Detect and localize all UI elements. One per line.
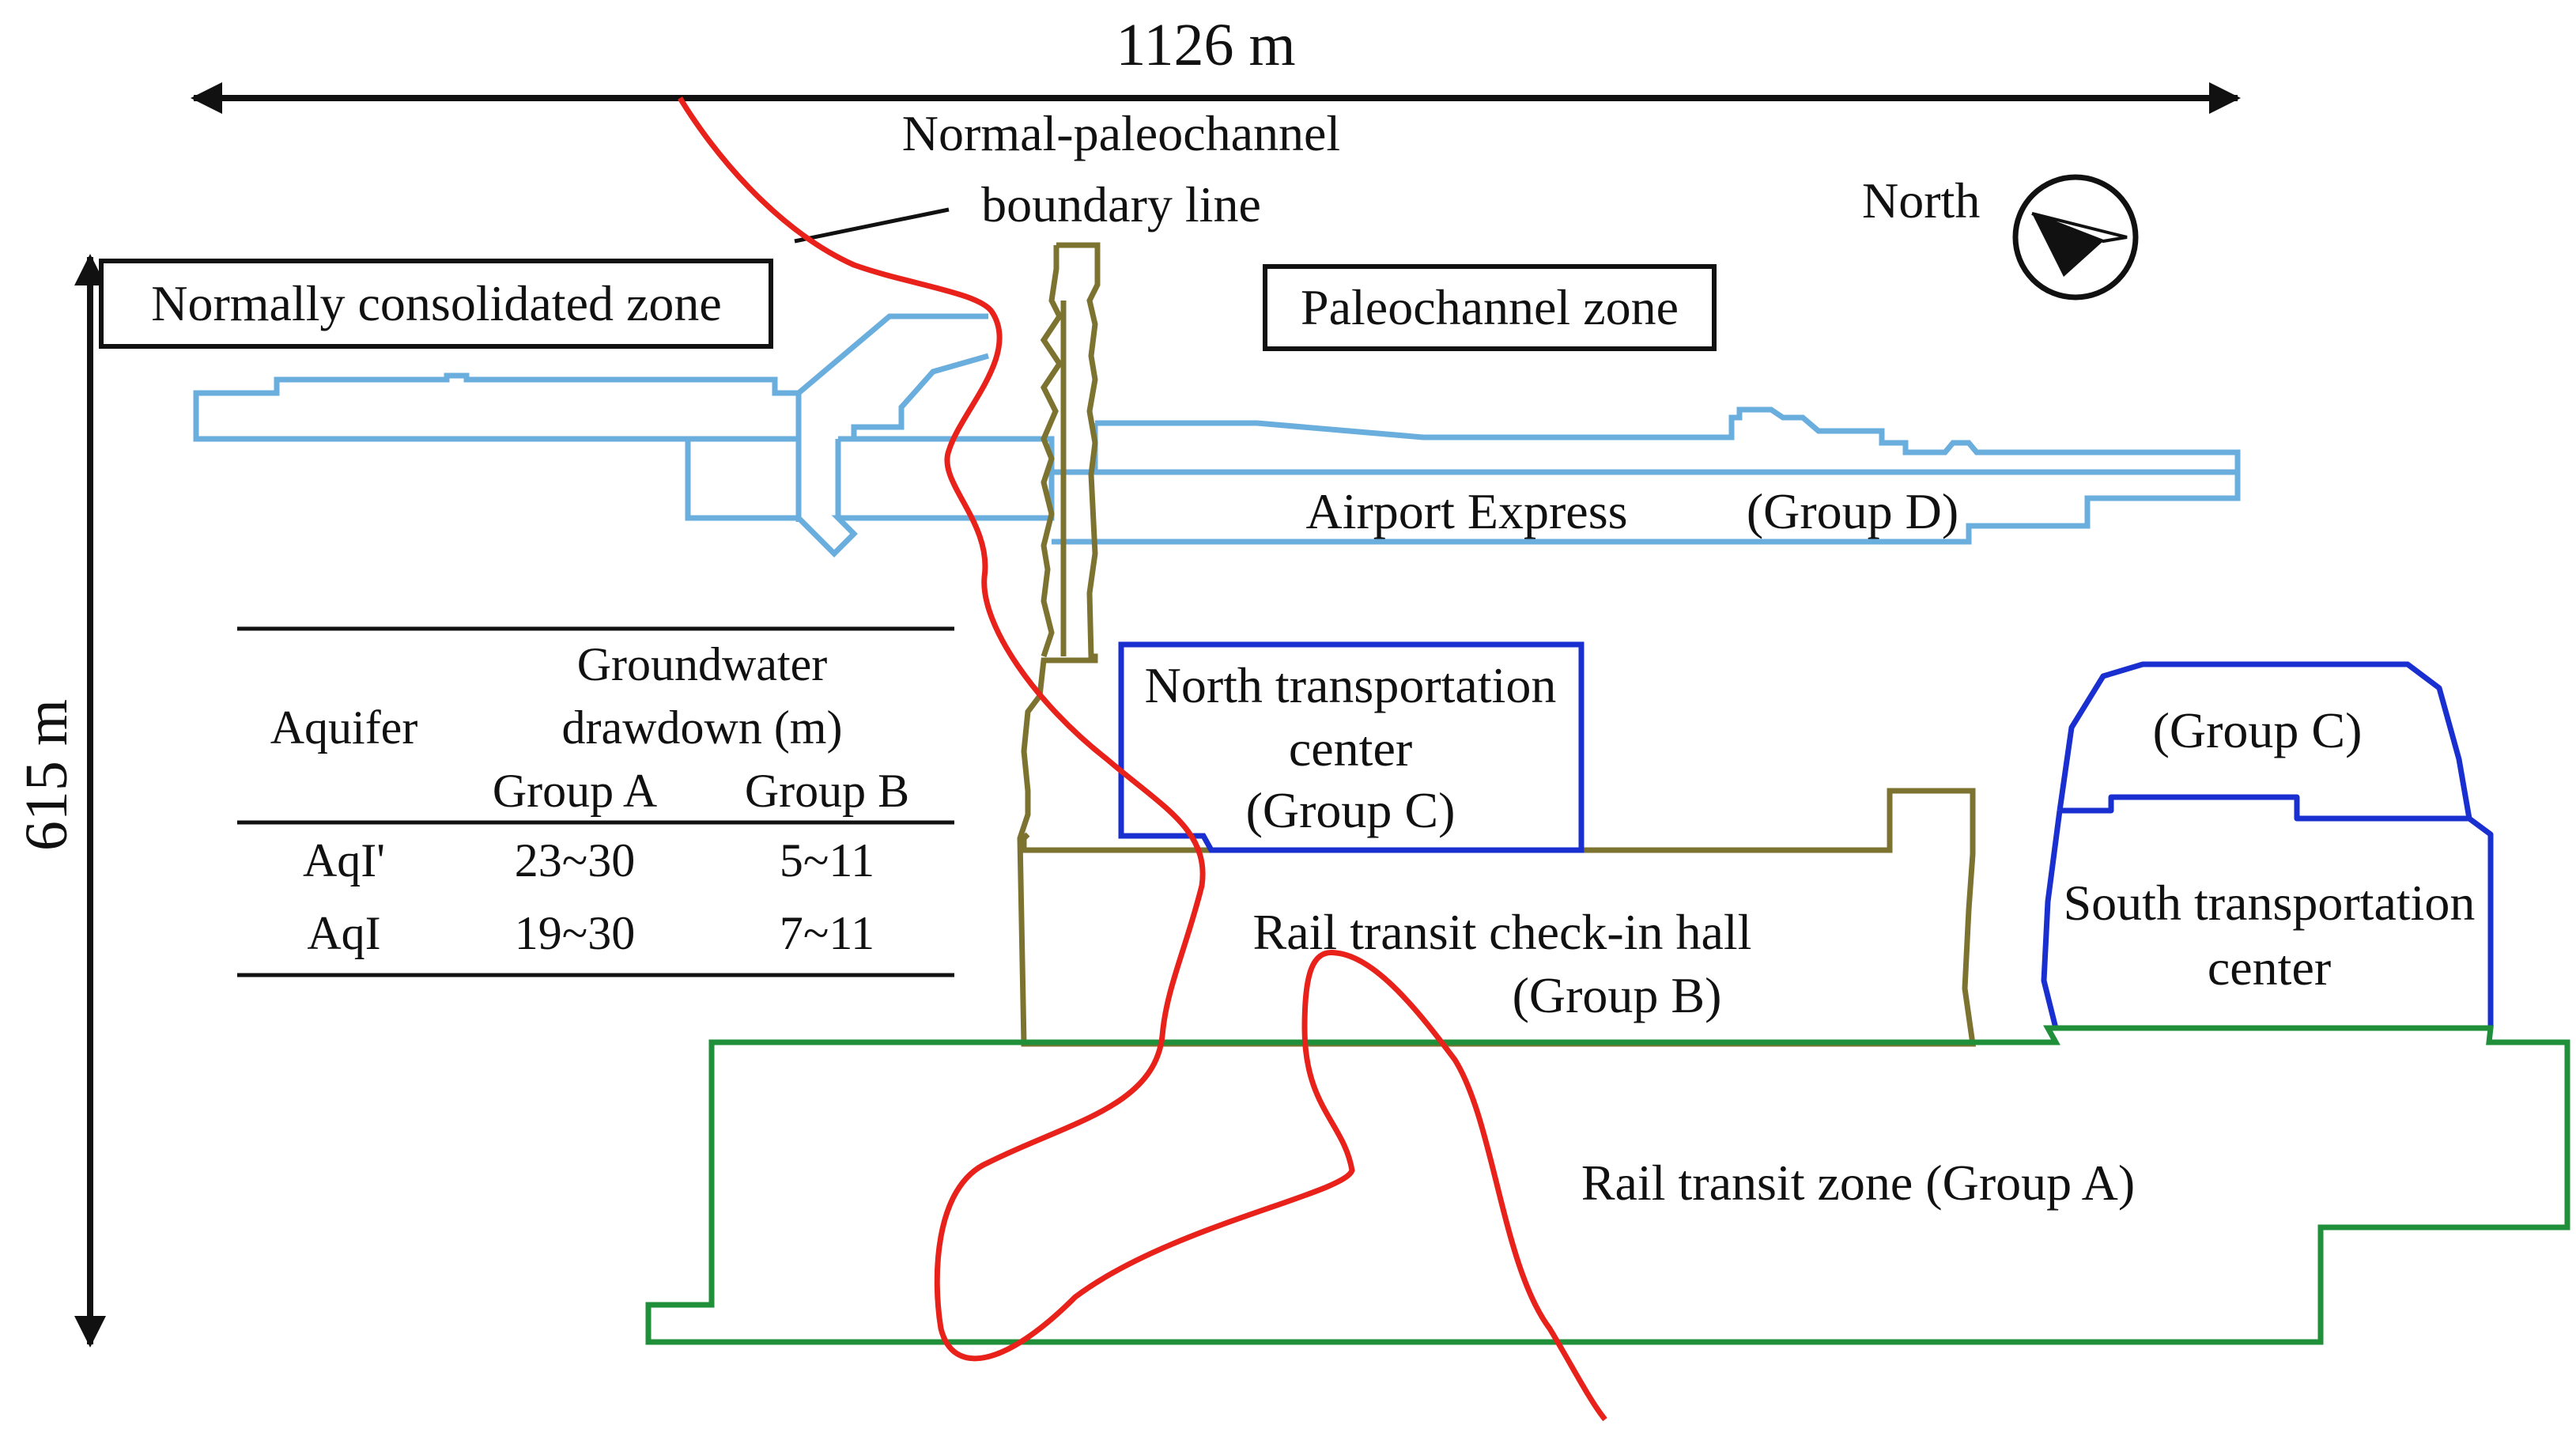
table-row-2-aquifer: AqI (307, 907, 380, 959)
group-d-label: (Group D) (1747, 483, 1958, 539)
checkin-group-label: (Group B) (1513, 967, 1722, 1023)
table-header-aquifer: Aquifer (270, 701, 418, 754)
south-tc-label-line2: center (2208, 939, 2331, 996)
north-tc-label-line3: (Group C) (1246, 782, 1456, 838)
boundary-label-line2: boundary line (981, 176, 1261, 232)
normal-zone-box (99, 259, 773, 349)
paleo-zone-box (1263, 264, 1717, 351)
table-header-drawdown-line1: Groundwater (577, 638, 828, 690)
north-tc-outline (1118, 641, 1585, 853)
table-subheader-group-b: Group B (745, 765, 909, 817)
checkin-hall-label: Rail transit check-in hall (1253, 904, 1752, 960)
rail-transit-zone-outline (645, 1025, 2570, 1345)
normal-paleochannel-boundary-line (678, 96, 1607, 1422)
normal-zone-label: Normally consolidated zone (151, 275, 722, 331)
table-row-1-group-b: 5~11 (780, 834, 874, 887)
table-row-1-group-a: 23~30 (515, 834, 635, 887)
paleo-zone-label: Paleochannel zone (1301, 279, 1679, 335)
north-tc-label-line1: North transportation (1145, 657, 1557, 713)
table-header-drawdown-line2: drawdown (m) (562, 701, 843, 754)
drawdown-table: Aquifer Groundwater drawdown (m) Group A… (237, 626, 954, 977)
table-subheader-group-a: Group A (493, 765, 657, 817)
table-row-2-group-a: 19~30 (515, 907, 635, 959)
boundary-label-line1: Normal-paleochannel (902, 105, 1340, 161)
south-tc-outline (2041, 661, 2494, 1031)
rail-zone-label: Rail transit zone (Group A) (1581, 1155, 2135, 1211)
south-tc-group-label: (Group C) (2153, 702, 2363, 758)
table-row-1-aquifer: AqI' (303, 834, 385, 887)
north-compass-icon (2012, 174, 2139, 301)
north-label: North (1862, 172, 1980, 229)
height-dimension-label: 615 m (13, 699, 80, 851)
north-tc-label-line2: center (1289, 720, 1412, 777)
south-tc-label-line1: South transportation (2064, 875, 2476, 931)
boundary-leader-line (794, 207, 950, 244)
table-row-2-group-b: 7~11 (780, 907, 874, 959)
width-dimension-label: 1126 m (1116, 12, 1295, 78)
airport-express-label: Airport Express (1305, 483, 1627, 539)
